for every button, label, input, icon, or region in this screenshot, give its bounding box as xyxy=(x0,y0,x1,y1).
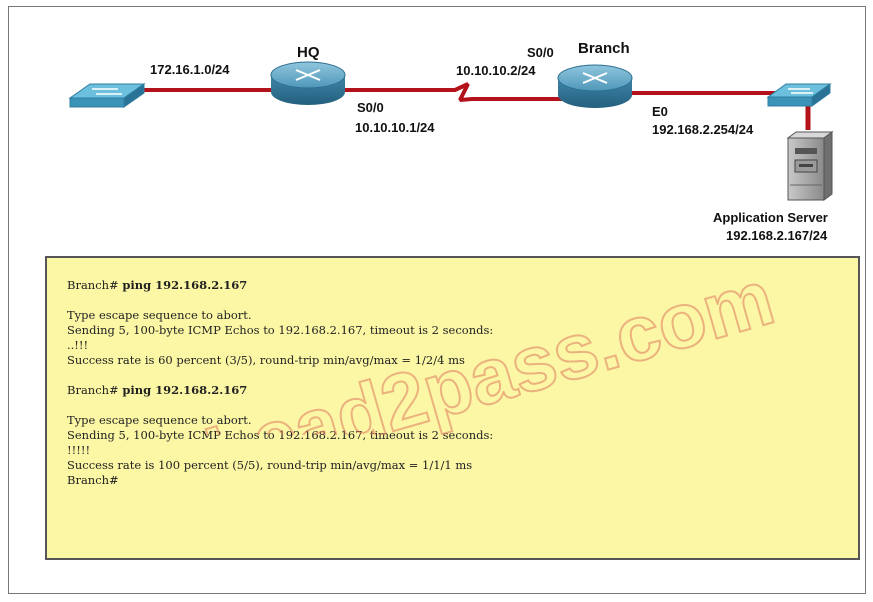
ping1-sending-line: Sending 5, 100-byte ICMP Echos to 192.16… xyxy=(67,323,494,337)
router-console-output: Branch# ping 192.168.2.167 Type escape s… xyxy=(45,256,860,560)
branch-serial-interface-label: S0/0 xyxy=(527,45,554,60)
hq-router-label: HQ xyxy=(297,44,320,61)
ping2-success-line: Success rate is 100 percent (5/5), round… xyxy=(67,458,473,472)
branch-lan-switch xyxy=(766,83,832,107)
ping1-success-line: Success rate is 60 percent (3/5), round-… xyxy=(67,353,465,367)
ping1-command: ping 192.168.2.167 xyxy=(122,278,248,292)
branch-router xyxy=(557,64,633,108)
hq-lan-switch xyxy=(68,83,146,108)
ping2-prompt: Branch# xyxy=(67,383,119,397)
ping1-prompt: Branch# xyxy=(67,278,119,292)
hq-serial-ip-label: 10.10.10.1/24 xyxy=(355,120,435,135)
branch-serial-ip-label: 10.10.10.2/24 xyxy=(456,63,536,78)
ping1-result-marks: ..!!! xyxy=(67,338,89,352)
application-server xyxy=(786,131,834,201)
ping2-command-line: Branch# ping 192.168.2.167 xyxy=(67,383,858,398)
ping2-result-marks: !!!!! xyxy=(67,443,91,457)
ping1-command-line: Branch# ping 192.168.2.167 xyxy=(67,278,858,293)
hq-router xyxy=(270,61,346,105)
branch-ethernet-ip-label: 192.168.2.254/24 xyxy=(652,122,754,137)
hq-lan-network-label: 172.16.1.0/24 xyxy=(150,62,230,77)
server-ip-label: 192.168.2.167/24 xyxy=(726,228,828,243)
network-topology xyxy=(68,61,834,201)
hq-serial-interface-label: S0/0 xyxy=(357,100,384,115)
ping2-sending-line: Sending 5, 100-byte ICMP Echos to 192.16… xyxy=(67,428,494,442)
ping2-escape-line: Type escape sequence to abort. xyxy=(67,413,252,427)
ping2-command: ping 192.168.2.167 xyxy=(122,383,248,397)
link-serial-wan xyxy=(340,82,565,102)
branch-ethernet-interface-label: E0 xyxy=(652,104,668,119)
branch-router-label: Branch xyxy=(578,40,630,57)
final-prompt: Branch# xyxy=(67,473,119,487)
server-name-label: Application Server xyxy=(713,210,828,225)
ping1-escape-line: Type escape sequence to abort. xyxy=(67,308,252,322)
